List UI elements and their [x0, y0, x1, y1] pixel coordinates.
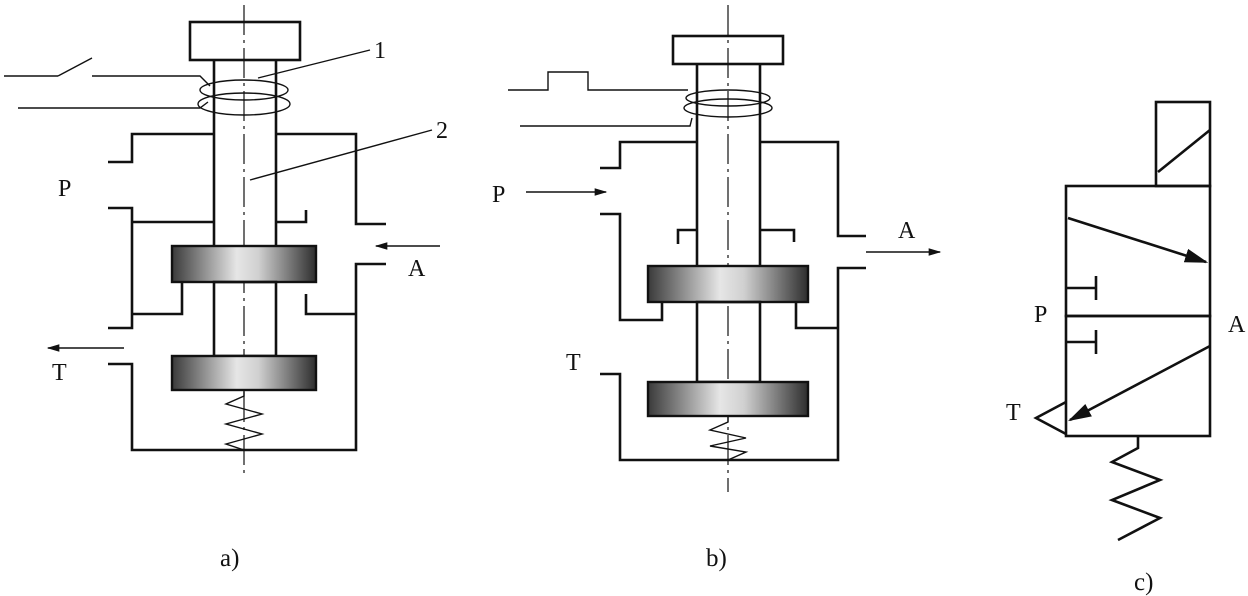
coil-loop-bottom-a	[197, 92, 291, 116]
port-a-label-b: A	[898, 218, 916, 244]
spring-b	[707, 416, 749, 461]
body-left-wall-a	[108, 206, 134, 330]
wire-bottom-a	[18, 101, 209, 109]
push-cap-b	[671, 34, 785, 66]
solenoid-diagonal-c	[1157, 128, 1211, 174]
flow-arrow-lower-c	[1067, 344, 1211, 422]
pulse-wire-b	[508, 71, 688, 91]
diagram-a: 1 2 P A T a)	[4, 5, 448, 572]
body-top-left-b	[600, 140, 697, 170]
a-inner-bottom-a	[304, 294, 356, 316]
wire-bottom-b	[520, 117, 693, 127]
spool-land-top-b	[646, 264, 810, 304]
wire-top-right-a	[92, 75, 211, 87]
body-top-right-a	[276, 132, 386, 226]
port-t-label-a: T	[52, 360, 67, 386]
coil-loop-top-b	[685, 89, 771, 107]
callout-1-label: 1	[374, 38, 386, 64]
port-t-label-c: T	[1006, 400, 1021, 426]
solenoid-box-c	[1154, 100, 1212, 188]
coil-loop-top-a	[199, 79, 289, 101]
push-cap-a	[188, 20, 302, 62]
flow-arrow-upper-c	[1067, 216, 1209, 264]
port-p-label-a: P	[58, 176, 71, 202]
p-inner-bottom-a	[132, 282, 184, 316]
caption-b: b)	[706, 545, 727, 572]
exhaust-triangle-c	[1033, 400, 1067, 436]
callout-1-leader	[257, 49, 371, 79]
a-inner-top-a	[276, 210, 308, 224]
coil-loop-bottom-b	[683, 98, 773, 118]
a-inner-bottom-b	[794, 302, 838, 330]
callout-2-leader	[249, 129, 433, 181]
spring-a	[223, 390, 265, 451]
valve-box-top-c	[1064, 184, 1212, 318]
caption-a: a)	[220, 545, 239, 572]
p-inner-b	[676, 228, 697, 244]
port-p-label-c: P	[1034, 302, 1047, 328]
port-p-label-b: P	[492, 182, 505, 208]
body-top-left-a	[108, 132, 214, 164]
switch-blade-a	[57, 57, 93, 77]
spool-land-bottom-a	[170, 354, 318, 392]
callout-2-label: 2	[436, 118, 448, 144]
port-a-label-c: A	[1228, 312, 1246, 338]
port-a-label-a: A	[408, 256, 426, 282]
caption-c: c)	[1134, 569, 1153, 596]
spring-c	[1108, 436, 1164, 542]
diagram-c: P A T c)	[1006, 100, 1246, 596]
valve-box-bottom-c	[1064, 314, 1212, 438]
body-top-right-b	[760, 140, 866, 238]
a-inner-top-b	[760, 228, 796, 242]
body-left-wall-b	[600, 212, 664, 322]
spool-land-bottom-b	[646, 380, 810, 418]
spool-neck-a	[212, 280, 278, 358]
port-t-label-b: T	[566, 350, 581, 376]
spool-land-top-a	[170, 244, 318, 284]
diagram-b: P A T b)	[492, 5, 942, 572]
